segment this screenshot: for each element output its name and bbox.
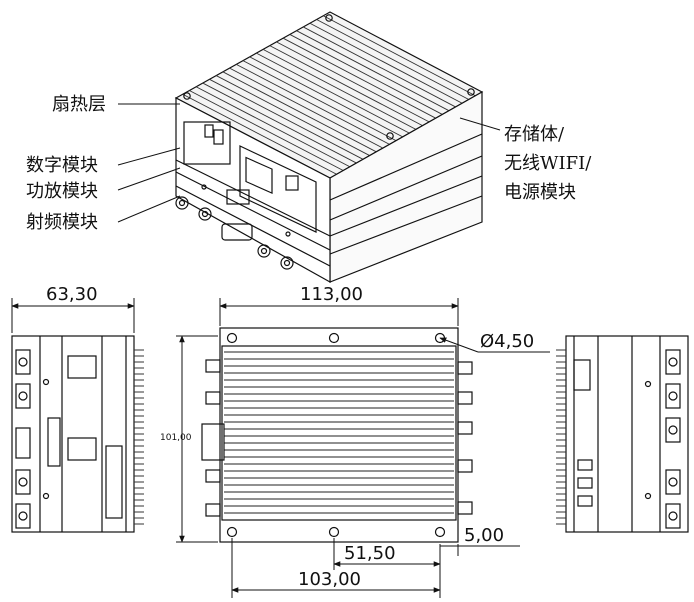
fin-line [262,48,417,130]
top-hole [325,14,333,22]
fin-line [309,22,463,104]
top-view-connectors [201,359,473,517]
top-hole [183,92,191,100]
right-side-view [556,335,689,533]
fin-line [202,82,357,164]
fin-line [316,19,469,100]
callout-storage-line3: 电源模块 [504,182,576,203]
left-fins [134,349,144,525]
callout-heat-sink: 扇热层 [52,94,106,115]
isometric-view [174,11,484,284]
fin-line [236,63,390,145]
left-connectors [15,349,31,529]
fin-line [242,60,397,142]
fin-line [289,34,443,115]
fin-line [296,30,450,112]
left-side-view [11,335,144,533]
led [201,184,207,190]
db9-connector [221,223,253,241]
led [285,231,291,237]
dim-top-width: 113,00 [300,284,363,305]
callout-amplifier-module: 功放模块 [26,181,98,202]
dim-hole-spacing: 103,00 [298,569,361,590]
fin-line [323,15,476,97]
fin-line [282,37,436,119]
dim-hole-diameter: Ø4,50 [480,331,534,352]
fin-line [303,26,456,108]
digital-panel [183,121,231,165]
top-hole [467,88,475,96]
dim-side-width: 63,30 [46,284,98,305]
fin-line [195,86,351,168]
callout-rf-module: 射频模块 [26,212,98,233]
callout-digital-module: 数字模块 [26,155,98,176]
right-fins [556,349,566,525]
fin-line [215,75,370,156]
dim-hole-spacing-half: 51,50 [344,543,396,564]
right-connectors [665,349,681,529]
dim-height: 101,00 [160,433,192,443]
fin-line [249,56,403,138]
heat-sink-fins [182,15,476,175]
fin-line [276,41,430,123]
dim-edge-offset: 5,00 [464,525,504,546]
callout-leaders [117,103,501,223]
fin-line [256,52,410,134]
top-hole [386,132,394,140]
fin-line [182,93,337,175]
top-view [201,327,473,543]
fin-line [209,78,364,160]
fin-line [222,71,377,153]
fin-line [229,67,384,149]
top-view-fins [224,351,454,514]
callout-storage-line1: 存储体/ [504,124,565,145]
storage-panel [239,145,317,233]
callout-storage-line2: 无线WIFI/ [504,153,592,174]
fin-line [189,90,344,171]
rf-connectors [175,196,294,270]
fin-line [269,45,423,127]
